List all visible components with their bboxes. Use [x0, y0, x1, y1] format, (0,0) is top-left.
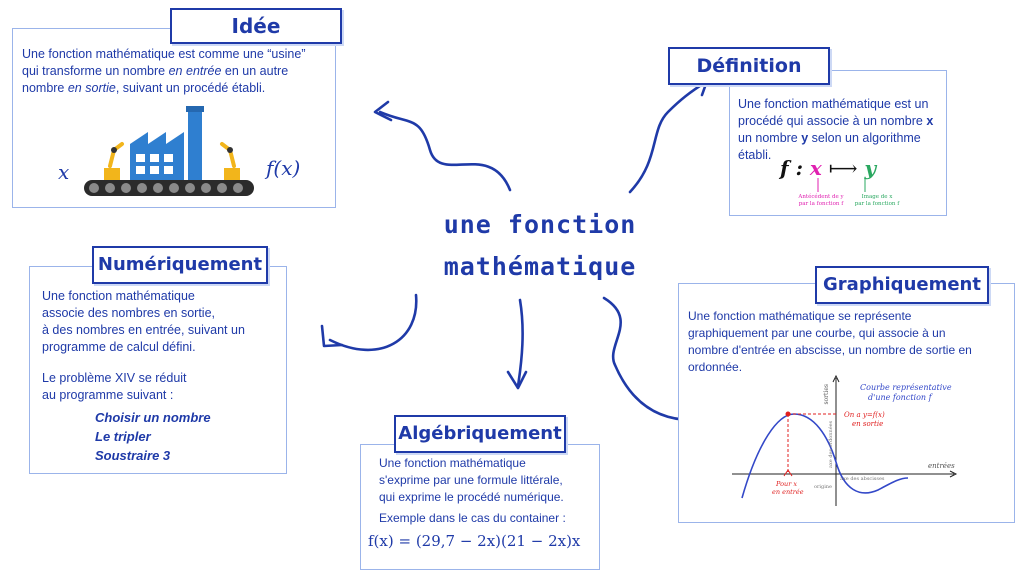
definition-line3b: y [801, 131, 809, 145]
definition-note-y: Image de x par la fonction f [846, 194, 908, 208]
definition-text: Une fonction mathématique est un procédé… [738, 96, 950, 164]
numeriquement-title: Numériquement [92, 246, 268, 284]
numeriquement-text: Une fonction mathématique associe des no… [42, 288, 282, 404]
idee-input-label: x [58, 160, 70, 184]
axis-x-name: axe des abscisses [840, 476, 885, 482]
note-y-line2: par la fonction f [854, 201, 900, 207]
definition-note-x: Antécédent de y par la fonction f [790, 194, 852, 208]
definition-line3c: selon un algorithme [808, 131, 921, 145]
numeriquement-line1: Une fonction mathématique [42, 289, 195, 303]
graphiquement-line2: graphiquement par une courbe, qui associ… [688, 326, 946, 340]
definition-line1: Une fonction mathématique est un [738, 97, 929, 111]
definition-panel [729, 70, 947, 216]
output-note-2: en sortie [852, 420, 883, 428]
algebriquement-line3: qui exprime le procédé numérique. [379, 490, 564, 504]
idee-text-em2: en sortie [67, 81, 116, 95]
step-item: Soustraire 3 [95, 448, 171, 463]
definition-line2a: procédé qui associe à un nombre [738, 114, 927, 128]
arrow-to-definition [628, 80, 708, 194]
function-curve [741, 413, 909, 499]
numeriquement-steps: Choisir un nombre Le tripler Soustraire … [95, 408, 211, 465]
numeriquement-line4: programme de calcul défini. [42, 340, 196, 354]
step-item: Le tripler [95, 429, 151, 444]
algebriquement-line4: Exemple dans le cas du container : [379, 511, 566, 525]
definition-annotation-lines [817, 178, 866, 192]
algebriquement-text: Une fonction mathématique s'exprime par … [379, 455, 599, 527]
definition-formula: f : x ⟼ y [780, 156, 876, 180]
graphiquement-text: Une fonction mathématique se représente … [688, 308, 1018, 376]
idee-text-em1: en entrée [168, 64, 222, 78]
step-item: Choisir un nombre [95, 410, 211, 425]
numeriquement-line3: à des nombres en entrée, suivant un [42, 323, 245, 337]
numeriquement-line5: Le problème XIV se réduit [42, 371, 187, 385]
axis-y-title: sorties [823, 384, 830, 405]
formula-x: x [809, 156, 822, 180]
numeriquement-line2: associe des nombres en sortie, [42, 306, 216, 320]
central-concept: une fonction mathématique [412, 204, 668, 288]
formula-y: y [864, 156, 877, 180]
arrow-to-numeriquement [328, 293, 418, 352]
idee-text: Une fonction mathématique est comme une … [22, 46, 332, 97]
algebriquement-title: Algébriquement [394, 415, 566, 453]
idee-text-part5: , suivant un procédé établi. [115, 81, 266, 95]
idee-text-part1: Une fonction mathématique est comme une … [22, 47, 306, 61]
definition-line2b: x [926, 114, 934, 128]
note-y-line1: Image de x [861, 194, 893, 200]
idee-output-label: f(x) [266, 156, 301, 180]
graphiquement-line4: ordonnée. [688, 360, 743, 374]
arrow-to-graphiquement [602, 296, 694, 422]
definition-title: Définition [668, 47, 830, 85]
idee-text-part4: nombre [22, 81, 68, 95]
formula-arrow: ⟼ [828, 156, 858, 180]
definition-line3a: un nombre [738, 131, 802, 145]
factory-icon [84, 106, 254, 196]
numeriquement-line6: au programme suivant : [42, 388, 174, 402]
note-x-line2: par la fonction f [798, 201, 844, 207]
algebriquement-line1: Une fonction mathématique [379, 456, 526, 470]
arrow-to-idee [378, 110, 512, 192]
idee-text-part2: qui transforme un nombre [22, 64, 169, 78]
output-note-1: On a y=f(x) [844, 411, 885, 419]
central-concept-line1: une fonction [443, 210, 637, 239]
graphiquement-title: Graphiquement [815, 266, 989, 304]
idee-title: Idée [170, 8, 342, 44]
curve-label-2: d'une fonction f [868, 393, 934, 402]
idee-text-part3: en un autre [221, 64, 289, 78]
numeriquement-panel [29, 266, 287, 474]
graphiquement-line1: Une fonction mathématique se représente [688, 309, 912, 323]
origin-label: origine [814, 484, 832, 490]
curve-label-1: Courbe représentative [860, 383, 952, 392]
algebriquement-formula: f(x) = (29,7 − 2x)(21 − 2x)x [368, 532, 581, 550]
algebriquement-line2: s'exprime par une formule littérale, [379, 473, 563, 487]
central-concept-line2: mathématique [443, 252, 637, 281]
axis-y-name: axe des ordonnées [827, 420, 834, 468]
graphiquement-line3: nombre d'entrée en abscisse, un nombre d… [688, 343, 972, 357]
axis-x-title: entrées [928, 462, 955, 470]
arrow-to-algebriquement [516, 298, 524, 388]
formula-f: f : [780, 156, 803, 180]
note-x-line1: Antécédent de y [798, 194, 844, 200]
definition-line4: établi. [738, 148, 772, 162]
input-note-2: en entrée [772, 488, 804, 496]
input-note-1: Pour x [775, 480, 797, 488]
function-graph: sorties entrées axe des abscisses axe de… [732, 374, 958, 506]
